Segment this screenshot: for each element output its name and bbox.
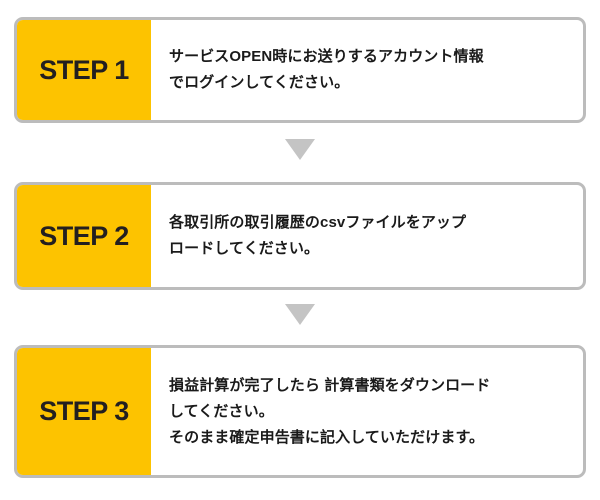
step-number-badge-1: STEP 1 [17, 20, 151, 120]
arrow-down-icon [285, 139, 315, 160]
step-description-1: サービスOPEN時にお送りするアカウント情報 でログインしてください。 [151, 20, 583, 120]
step-description-2: 各取引所の取引履歴のcsvファイルをアップ ロードしてください。 [151, 185, 583, 287]
step-description-line: 損益計算が完了したら 計算書類をダウンロード [169, 376, 491, 394]
step-description-line: してください。 [169, 402, 274, 420]
step-description-line: サービスOPEN時にお送りするアカウント情報 [169, 48, 484, 65]
step-description-line: でログインしてください。 [169, 74, 350, 91]
step-number-badge-2: STEP 2 [17, 185, 151, 287]
step-card-2: STEP 2 各取引所の取引履歴のcsvファイルをアップ ロードしてください。 [14, 182, 586, 290]
step-card-1: STEP 1 サービスOPEN時にお送りするアカウント情報 でログインしてくださ… [14, 17, 586, 123]
step-description-line: そのまま確定申告書に記入していただけます。 [169, 428, 485, 446]
step-number-badge-3: STEP 3 [17, 348, 151, 475]
step-description-line: ロードしてください。 [169, 240, 320, 257]
step-card-3: STEP 3 損益計算が完了したら 計算書類をダウンロード してください。 その… [14, 345, 586, 478]
step-description-line: 各取引所の取引履歴のcsvファイルをアップ [169, 214, 467, 231]
arrow-down-icon [285, 304, 315, 325]
step-description-3: 損益計算が完了したら 計算書類をダウンロード してください。 そのまま確定申告書… [151, 348, 583, 475]
